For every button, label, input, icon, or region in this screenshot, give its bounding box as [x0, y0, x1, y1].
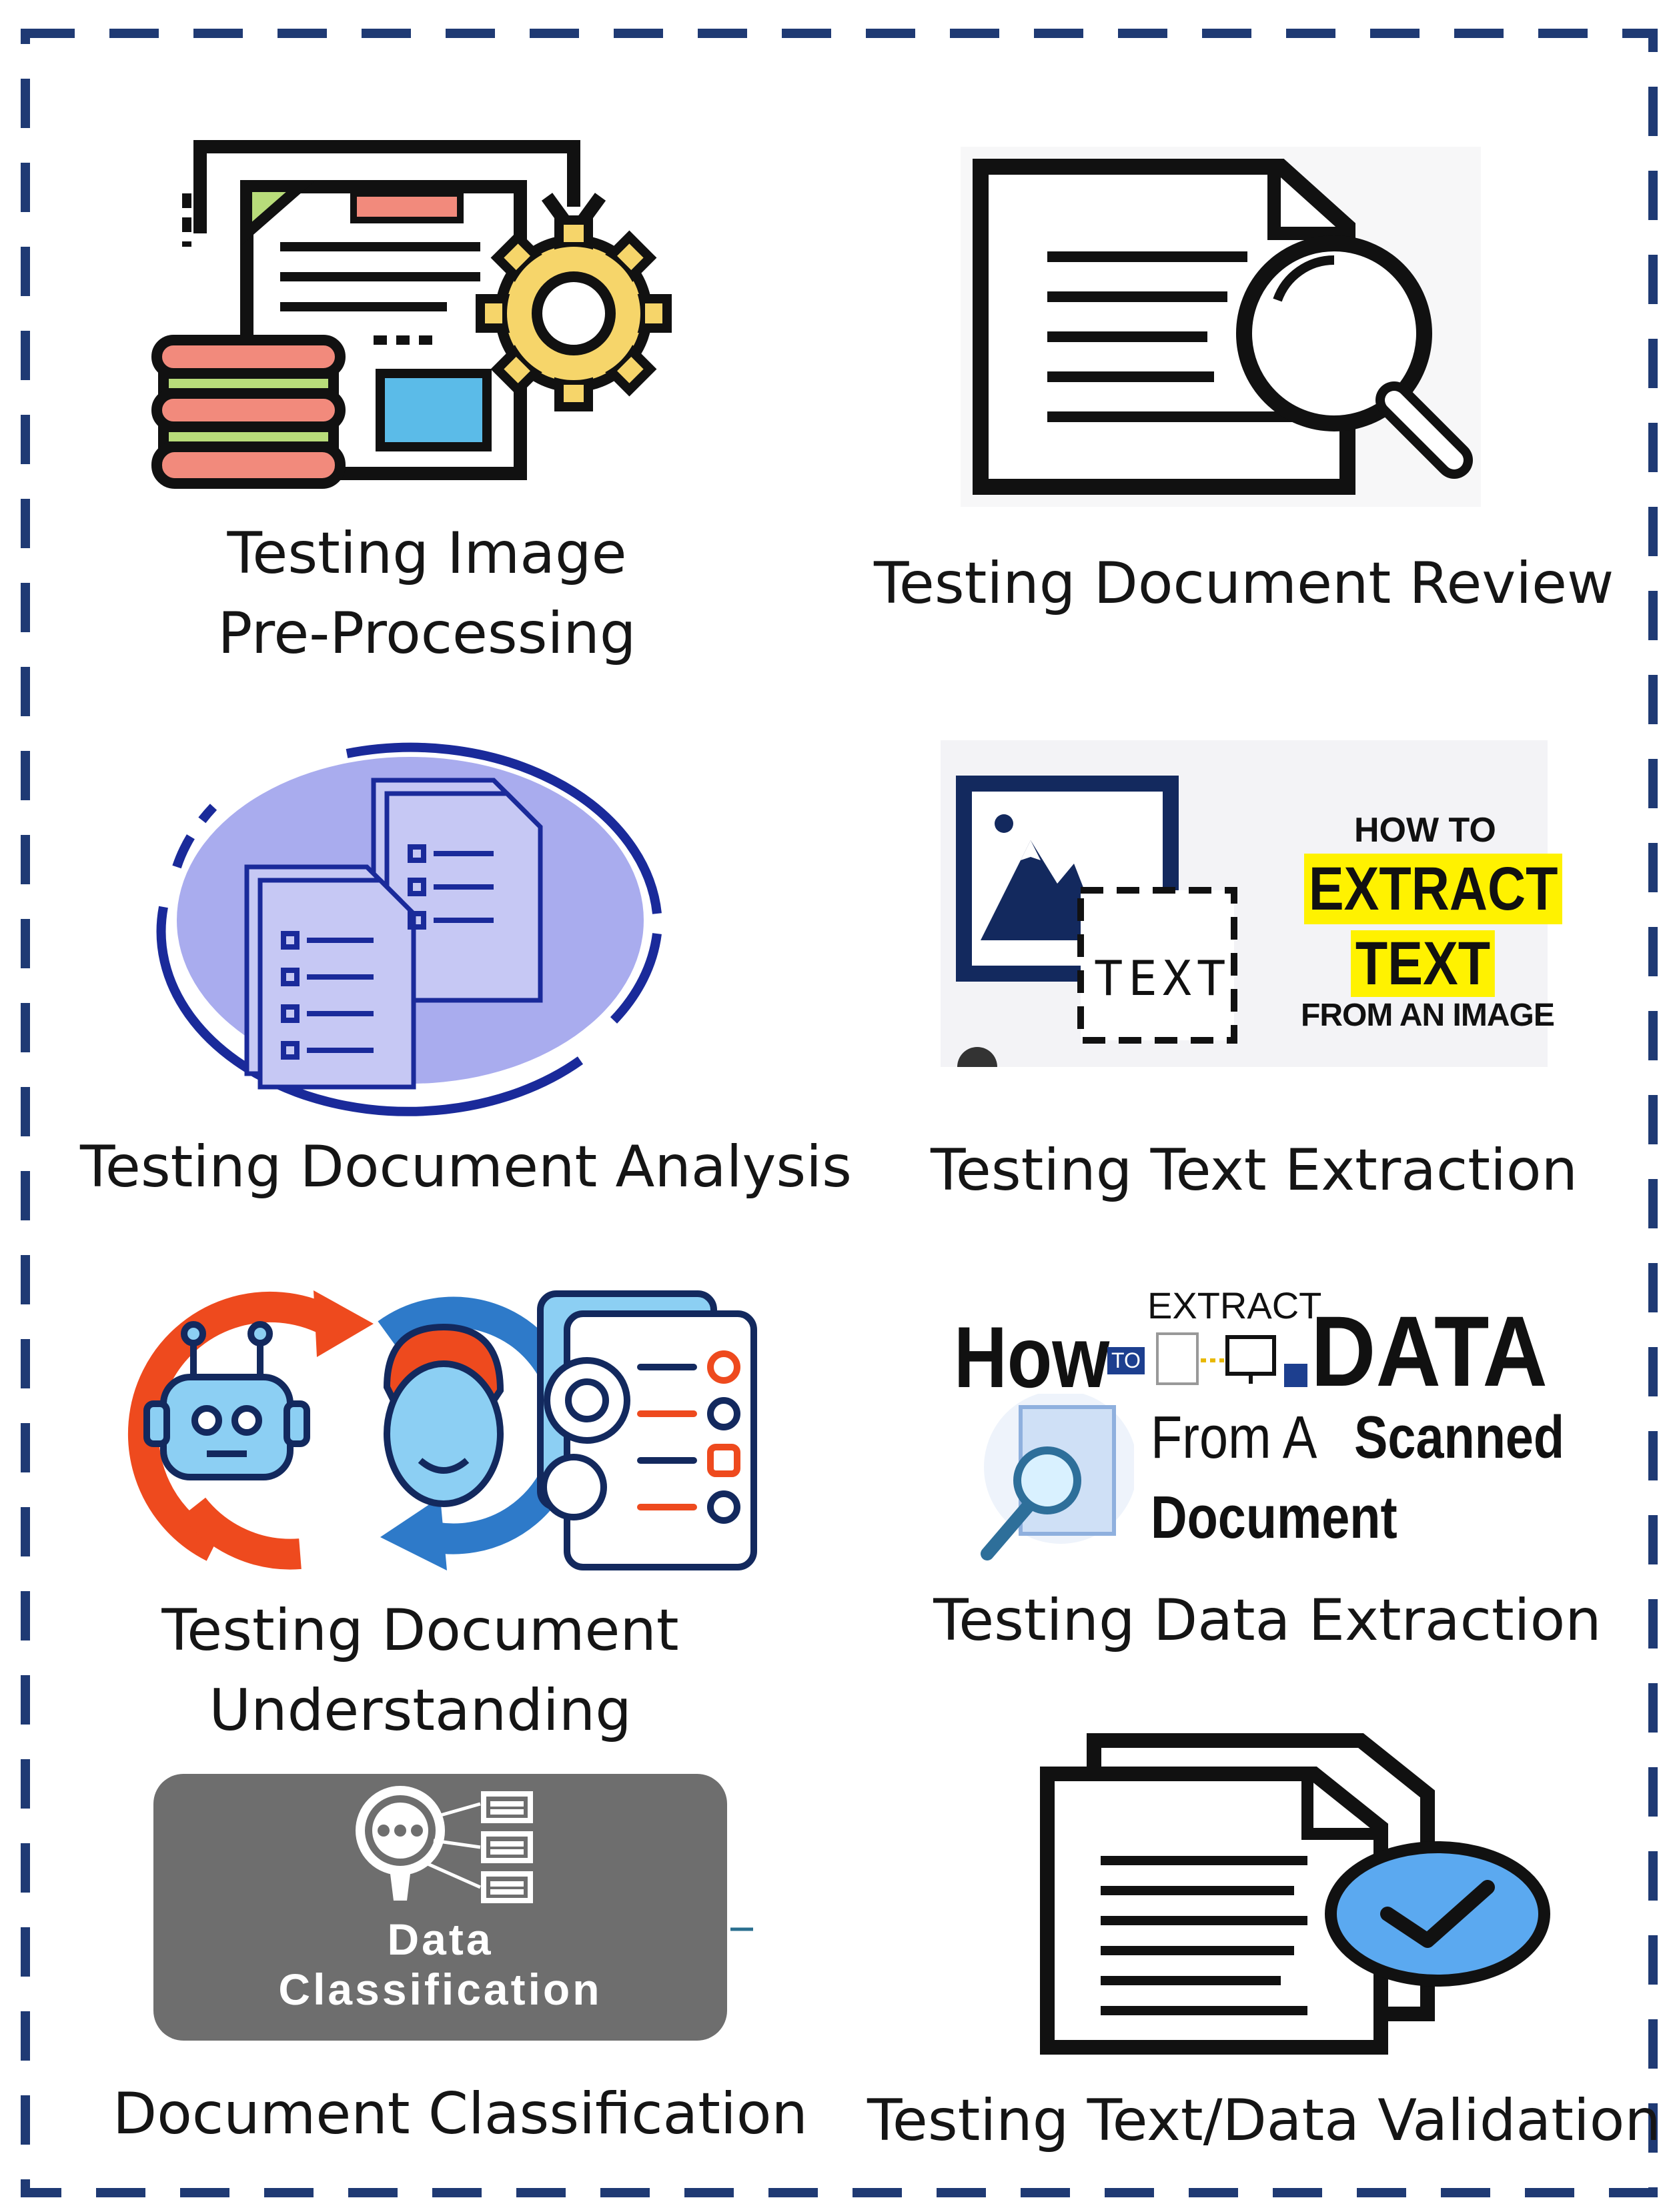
box-text-label: TEXT [1094, 950, 1231, 1006]
extract-highlight: EXTRACT [1304, 854, 1563, 924]
document-magnifier-icon [961, 147, 1481, 507]
robot-human-cycle-icon [127, 1290, 757, 1570]
classification-line-2: Classification [278, 1965, 602, 2014]
how-to-label: HOW TO [1354, 811, 1496, 850]
data-classification-icon [153, 1774, 727, 2041]
caption-line: Document Classification [113, 2081, 808, 2147]
caption-document-classification: Document Classification [93, 2074, 827, 2154]
from-image-label: FROM AN IMAGE [1301, 998, 1555, 1033]
caption-text-data-validation: Testing Text/Data Validation [867, 2081, 1661, 2161]
caption-document-review: Testing Document Review [874, 543, 1614, 624]
from-a-label: From A [1151, 1404, 1317, 1471]
caption-line: Testing Document Analysis [80, 1134, 852, 1200]
scanned-document-magnifier-icon [981, 1394, 1134, 1560]
caption-line: Testing Document [161, 1597, 679, 1664]
caption-line: Testing Document Review [874, 550, 1614, 617]
caption-line: Testing Image [227, 520, 627, 587]
caption-line: Testing Text/Data Validation [867, 2087, 1661, 2154]
stacked-documents-circle-icon [156, 742, 662, 1116]
document-to-monitor-icon [1156, 1332, 1307, 1387]
how-label: How [954, 1308, 1110, 1406]
scanned-label: Scanned [1354, 1404, 1565, 1471]
caption-image-preprocessing: Testing Image Pre-Processing [153, 513, 700, 674]
caption-line: Testing Data Extraction [933, 1587, 1602, 1654]
caption-document-analysis: Testing Document Analysis [80, 1127, 852, 1207]
caption-document-understanding: Testing Document Understanding [147, 1590, 694, 1751]
extract-label: EXTRACT [1147, 1284, 1322, 1326]
to-badge: TO [1107, 1347, 1145, 1374]
caption-line: Understanding [209, 1677, 632, 1744]
connector-dash [730, 1927, 753, 1931]
caption-text-extraction: Testing Text Extraction [887, 1130, 1621, 1210]
caption-data-extraction: Testing Data Extraction [894, 1580, 1641, 1661]
classification-line-1: Data [387, 1915, 494, 1964]
data-label: DATA [1311, 1295, 1548, 1407]
document-label: Document [1151, 1484, 1398, 1551]
document-checkmark-icon [1040, 1733, 1550, 2055]
document-gear-database-icon [151, 140, 672, 489]
caption-line: Testing Text Extraction [931, 1137, 1578, 1204]
text-highlight: TEXT [1351, 930, 1495, 997]
caption-line: Pre-Processing [217, 600, 636, 667]
